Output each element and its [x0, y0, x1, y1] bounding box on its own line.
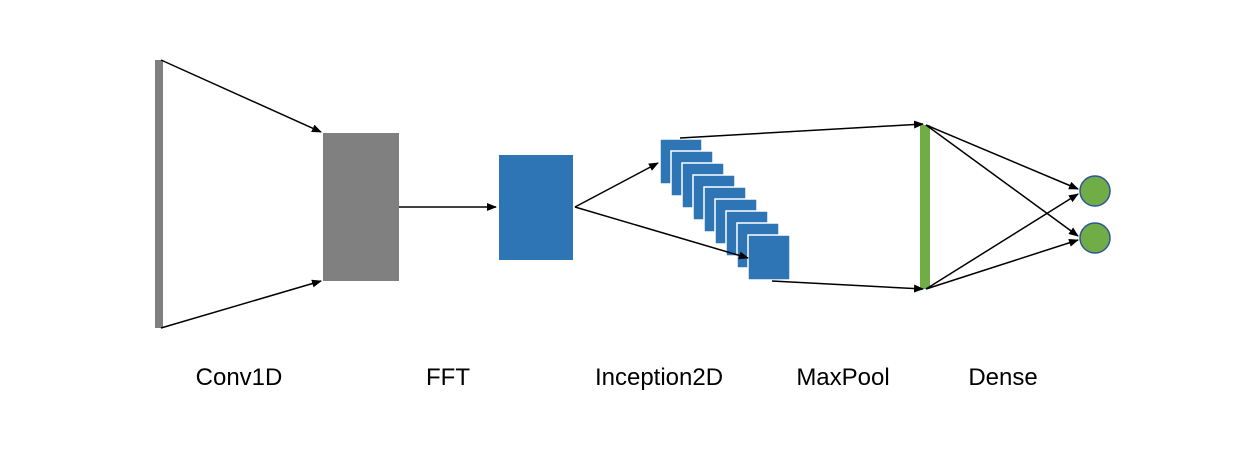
conv1d-block [323, 133, 399, 281]
label-dense: Dense [968, 364, 1037, 391]
label-maxpool: MaxPool [796, 364, 889, 391]
arrow-fft-to-inception-top [574, 162, 659, 208]
fft-block [499, 155, 573, 260]
arrow-maxpool-bottom-to-node2 [925, 238, 1079, 290]
arrow-input-top-to-conv [160, 59, 322, 133]
label-conv1d: Conv1D [196, 364, 283, 391]
arrow-inception-top-to-maxpool [679, 120, 924, 139]
label-inception: Inception2D [595, 364, 723, 391]
input-signal-bar [155, 60, 163, 328]
arrow-input-bottom-to-conv [160, 279, 322, 329]
dense-output-node-2 [1079, 222, 1111, 254]
inception-feature-maps [659, 138, 791, 281]
arrow-maxpool-top-to-node1 [925, 124, 1079, 190]
dense-output-node-1 [1079, 175, 1111, 207]
maxpool-bar [920, 125, 930, 289]
arrow-inception-bottom-to-maxpool [771, 280, 924, 293]
inception-feature-map-9 [747, 234, 791, 281]
label-fft: FFT [426, 364, 470, 391]
connection-arrows [160, 59, 1079, 329]
arrow-fft-to-inception-bottom [574, 206, 749, 260]
arrow-maxpool-top-to-node2 [925, 124, 1079, 237]
arrow-maxpool-bottom-to-node1 [925, 193, 1079, 290]
